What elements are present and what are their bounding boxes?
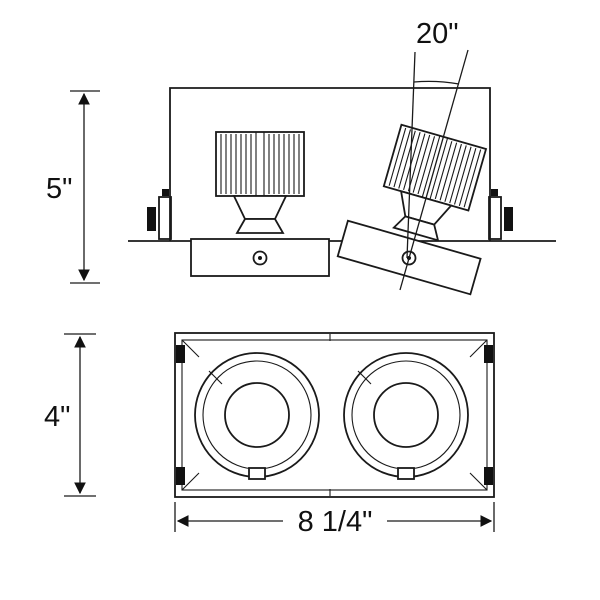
retention-clip — [176, 467, 185, 485]
heatsink-fins — [220, 132, 300, 196]
knob-center — [258, 256, 262, 260]
retention-clip — [484, 467, 493, 485]
width-dimension: 8 1/4" — [174, 502, 495, 538]
side-view: 20" 5" — [46, 18, 556, 296]
ring-notch — [357, 370, 372, 385]
left-aperture — [194, 352, 320, 480]
angle-reference-line — [406, 51, 416, 259]
trim-ring-inner — [351, 360, 461, 470]
ring-notch — [208, 370, 223, 385]
angle-arc — [413, 80, 460, 85]
trim-ring-inner — [202, 360, 312, 470]
bracket-plate — [488, 196, 502, 240]
retention-clip — [176, 345, 185, 363]
left-mounting-bracket — [147, 189, 172, 240]
lamp-lens — [373, 382, 439, 448]
gimbal-ring — [392, 215, 440, 242]
bracket-plate — [158, 196, 172, 240]
bracket-tab — [162, 189, 169, 196]
height-dimension-label: 4" — [44, 401, 70, 433]
ring-tab — [397, 467, 415, 480]
retention-clip — [484, 345, 493, 363]
height-dimension-4: 4" — [44, 333, 96, 497]
corner-braces — [181, 339, 488, 491]
lamp-lens — [224, 382, 290, 448]
width-dimension-label: 8 1/4" — [298, 506, 373, 538]
right-mounting-bracket — [488, 189, 513, 240]
housing-outline — [169, 87, 491, 241]
angle-label: 20" — [416, 18, 459, 50]
frame-inner — [181, 339, 488, 491]
heatsink-body — [215, 131, 305, 197]
trim-ring-outer — [194, 352, 320, 478]
heatsink-fins — [388, 127, 482, 208]
angle-tilt-line — [399, 49, 469, 291]
height-dimension-label: 5" — [46, 173, 72, 205]
bracket-tab — [491, 189, 498, 196]
height-dimension-5: 5" — [46, 90, 100, 284]
gimbal-ring — [235, 218, 285, 234]
gimbal-yoke — [232, 195, 288, 220]
ring-tab — [248, 467, 266, 480]
bracket-clip — [504, 207, 513, 231]
bracket-clip — [147, 207, 156, 231]
angle-annotation: 20" — [399, 18, 469, 291]
right-aperture — [343, 352, 469, 480]
frame-outer — [174, 332, 495, 498]
left-lamp-module — [190, 131, 330, 277]
trim-ring-outer — [343, 352, 469, 478]
bottom-view: 4" 8 1/4" — [44, 332, 495, 538]
